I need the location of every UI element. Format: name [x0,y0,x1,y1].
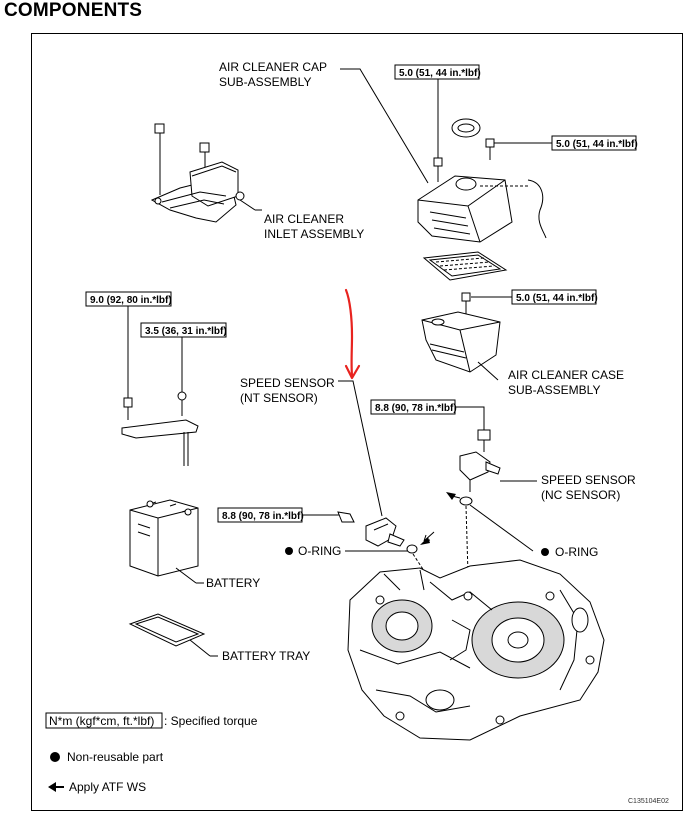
label-speed-sensor-nc-2: (NC SENSOR) [541,488,620,502]
torque-box-cap-top [394,64,480,80]
o-ring-right [459,496,473,506]
speed-sensor-nt [337,511,405,547]
legend-non-reusable-text: Non-reusable part [67,750,164,764]
red-annotation-arrow [344,288,361,380]
torque-bracket-left: 9.0 (92, 80 in.*lbf) [90,295,172,306]
label-air-cleaner-inlet-1: AIR CLEANER [264,212,344,226]
page-title: COMPONENTS [4,0,143,21]
air-cleaner-cap-sub-assembly [417,118,547,243]
non-reusable-dot-right [541,548,549,556]
label-air-cleaner-inlet-2: INLET ASSEMBLY [264,227,364,241]
label-air-cleaner-case-2: SUB-ASSEMBLY [508,383,600,397]
legend-torque-text: : Specified torque [164,714,258,728]
label-air-cleaner-cap-2: SUB-ASSEMBLY [219,75,311,89]
non-reusable-dot-left [285,547,293,555]
label-speed-sensor-nt-2: (NT SENSOR) [240,391,318,405]
legend-non-reusable-dot [50,752,60,762]
legend-apply-arrow-icon [48,782,64,792]
legend-torque-box-text: N*m (kgf*cm, ft.*lbf) [49,714,154,728]
air-cleaner-inlet-assembly [150,123,262,223]
label-speed-sensor-nc-1: SPEED SENSOR [541,473,636,487]
torque-case: 5.0 (51, 44 in.*lbf) [516,293,598,304]
battery-clamp [121,391,199,466]
transaxle-illustration [347,559,605,741]
figure-code: C135104E02 [628,798,669,805]
label-air-cleaner-case-1: AIR CLEANER CASE [508,368,624,382]
battery-tray-illustration [128,613,206,647]
label-speed-sensor-nt-1: SPEED SENSOR [240,376,335,390]
apply-arrow-right [446,492,456,500]
torque-nt-sensor: 8.8 (90, 78 in.*lbf) [222,511,304,522]
label-o-ring-right: O-RING [555,545,598,559]
torque-cap-top: 5.0 (51, 44 in.*lbf) [399,68,481,79]
speed-sensor-nc [459,429,501,492]
diagram-frame [31,33,683,811]
torque-cap-right: 5.0 (51, 44 in.*lbf) [556,139,638,150]
air-cleaner-element [422,251,508,281]
battery-illustration [129,499,199,577]
o-ring-left [406,544,418,554]
label-battery: BATTERY [206,576,260,590]
label-air-cleaner-cap-1: AIR CLEANER CAP [219,60,327,74]
legend-torque-box [45,712,163,729]
label-o-ring-left: O-RING [298,544,341,558]
label-battery-tray: BATTERY TRAY [222,649,310,663]
legend-apply-text: Apply ATF WS [69,780,146,794]
torque-nc-sensor: 8.8 (90, 78 in.*lbf) [375,403,457,414]
torque-box-bracket-right [140,322,227,338]
torque-bracket-right: 3.5 (36, 31 in.*lbf) [145,326,227,337]
air-cleaner-case-sub-assembly [421,292,501,373]
